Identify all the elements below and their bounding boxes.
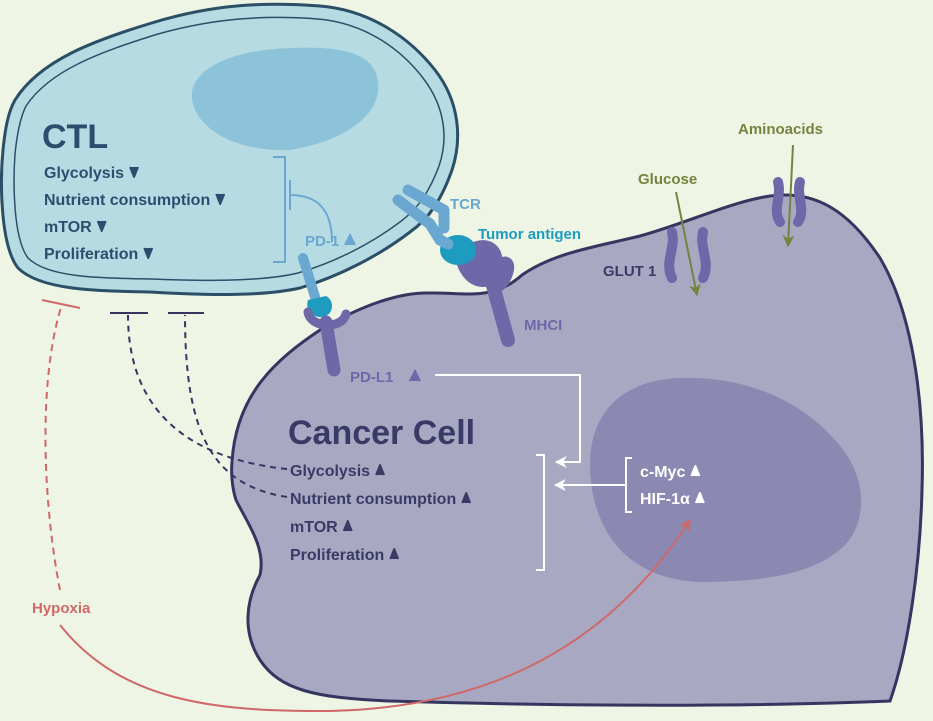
pdl1-ligand-icon (303, 307, 351, 377)
chevron-up-icon (389, 548, 400, 560)
mhc-label: MHCI (524, 317, 562, 334)
pdl1-signal-arrow (435, 374, 581, 468)
chevron-down-icon (215, 193, 226, 205)
cancer-metabolism-item-0: Glycolysis (290, 463, 370, 480)
ctl-metabolism-item-2: mTOR (44, 219, 92, 236)
ctl-metabolism-item-0: Glycolysis (44, 165, 124, 182)
chevron-down-icon (143, 247, 154, 259)
ctl-metabolism-item-3: Proliferation (44, 246, 138, 263)
hypoxia-activation-arrow (59, 518, 691, 713)
pd1-receptor-icon (298, 253, 332, 318)
hypoxia-label: Hypoxia (32, 600, 91, 617)
pdl1-up-icon (409, 368, 421, 382)
nucleus-bracket (625, 457, 632, 513)
cancer-metabolism-item-2: mTOR (290, 519, 338, 536)
ctl-metabolism-item-1: Nutrient consumption (44, 192, 210, 209)
tcr-label: TCR (450, 196, 481, 213)
tumor-antigen-label: Tumor antigen (478, 226, 581, 243)
cancer-bracket (536, 454, 545, 571)
tcr-receptor-icon (392, 184, 454, 250)
aminoacids-label: Aminoacids (738, 121, 823, 138)
pd1-label: PD-1 (305, 233, 339, 250)
cancer-metabolism-item-3: Proliferation (290, 547, 384, 564)
glut1-transporter-icon (664, 227, 711, 283)
hypoxia-inhibition (41, 299, 81, 591)
ctl-nucleus (191, 47, 379, 151)
chevron-up-icon (690, 465, 701, 477)
nucleus-factor-item-1: HIF-1α (640, 491, 690, 508)
ctl-inhibition-symbol (273, 156, 333, 263)
cancer-metabolism-item-1: Nutrient consumption (290, 491, 456, 508)
pd1-up-icon (344, 232, 356, 246)
chevron-up-icon (342, 520, 353, 532)
cancer-nucleus (589, 377, 862, 582)
chevron-up-icon (694, 492, 705, 504)
chevron-up-icon (461, 492, 472, 504)
cancer-to-ctl-inhibition (110, 312, 288, 498)
glucose-arrow (675, 191, 701, 297)
glut1-label: GLUT 1 (603, 263, 656, 280)
mhc-i-molecule-icon (456, 240, 515, 347)
chevron-up-icon (375, 464, 385, 476)
pdl1-label: PD-L1 (350, 369, 393, 386)
aminoacids-arrow (782, 144, 795, 248)
chevron-down-icon (129, 166, 139, 178)
cancer-title: Cancer Cell (288, 414, 475, 452)
nucleus-factor-item-0: c-Myc (640, 464, 685, 481)
ctl-inner-membrane (13, 16, 445, 282)
ctl-title: CTL (42, 118, 108, 156)
glucose-label: Glucose (638, 171, 697, 188)
chevron-down-icon (96, 220, 107, 232)
amino-acid-transporter-icon (771, 177, 807, 227)
